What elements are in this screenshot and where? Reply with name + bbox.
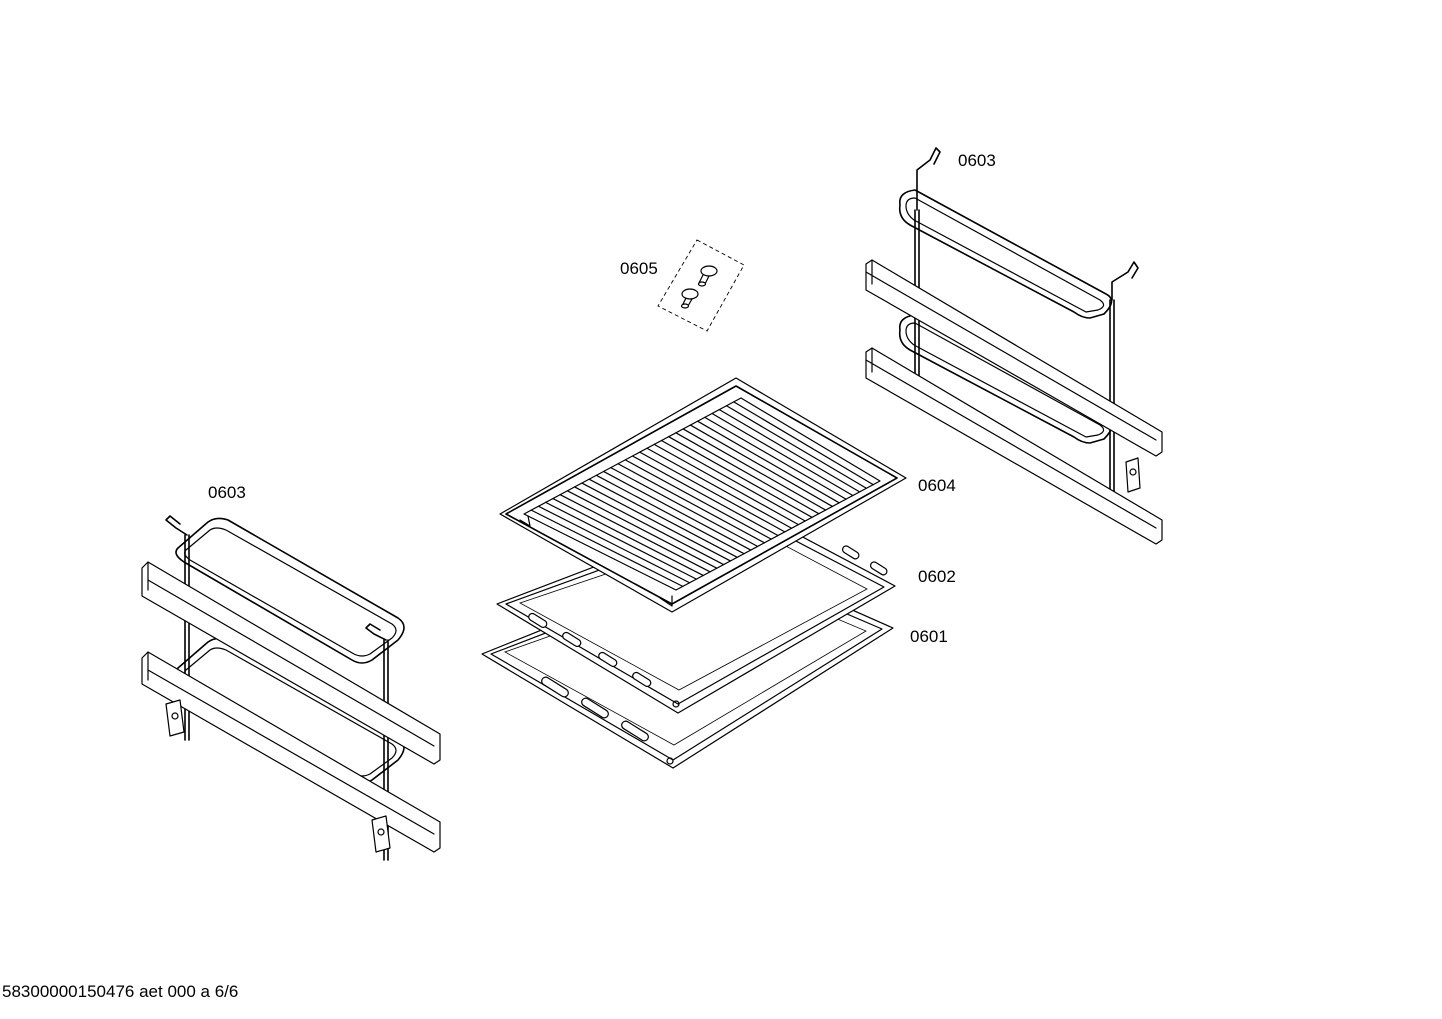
shelf-wire-bar	[660, 439, 806, 522]
part-0602-enamel-tray	[496, 507, 896, 714]
label-0601: 0601	[910, 627, 948, 646]
part-0604-wire-shelf	[499, 377, 907, 613]
shelf-wire-bar	[595, 474, 745, 555]
shelf-wire-bar	[696, 420, 840, 504]
shelf-wire-bar	[581, 482, 732, 562]
label-0603-right: 0603	[958, 151, 996, 170]
screw-icon	[697, 265, 718, 287]
shelf-wire-bar	[689, 424, 834, 508]
shelf-wire-bar	[559, 494, 711, 573]
label-0603-left: 0603	[208, 483, 246, 502]
shelf-wire-bar	[668, 436, 813, 518]
shelf-wire-bar	[675, 432, 820, 515]
shelf-wire-bar	[711, 412, 854, 497]
shelf-wire-bar	[646, 447, 793, 529]
document-id: 58300000150476 aet 000 a 6/6	[2, 982, 238, 1001]
tray-slot-icon	[528, 545, 888, 687]
shelf-wire-bar	[725, 405, 868, 489]
label-0604: 0604	[918, 476, 956, 495]
part-0603-left-side-rack	[141, 515, 441, 861]
shelf-wire-bar	[704, 416, 847, 500]
shelf-wire-bar	[610, 467, 759, 548]
tray-slot-icon	[541, 676, 649, 742]
part-0603-right-side-rack	[865, 147, 1163, 545]
shelf-wire-bar	[682, 428, 827, 511]
shelf-wire-bar	[566, 490, 718, 569]
part-0605-screws	[657, 239, 745, 332]
shelf-wire-bar	[624, 459, 772, 540]
shelf-wire-bar	[733, 401, 874, 486]
shelf-wire-bar	[588, 478, 738, 558]
shelf-grid-bars	[530, 401, 874, 587]
shelf-wire-bar	[537, 505, 691, 584]
shelf-wire-bar	[602, 470, 752, 551]
shelf-wire-bar	[552, 497, 704, 577]
shelf-wire-bar	[718, 409, 861, 493]
shelf-wire-bar	[639, 451, 786, 533]
shelf-wire-bar	[545, 501, 698, 580]
screw-icon	[680, 288, 699, 309]
label-0605: 0605	[620, 259, 658, 278]
shelf-wire-bar	[574, 486, 725, 566]
shelf-wire-bar	[530, 509, 684, 587]
label-0602: 0602	[918, 567, 956, 586]
shelf-wire-bar	[631, 455, 779, 537]
shelf-wire-bar	[617, 463, 766, 544]
shelf-wire-bar	[653, 443, 800, 526]
